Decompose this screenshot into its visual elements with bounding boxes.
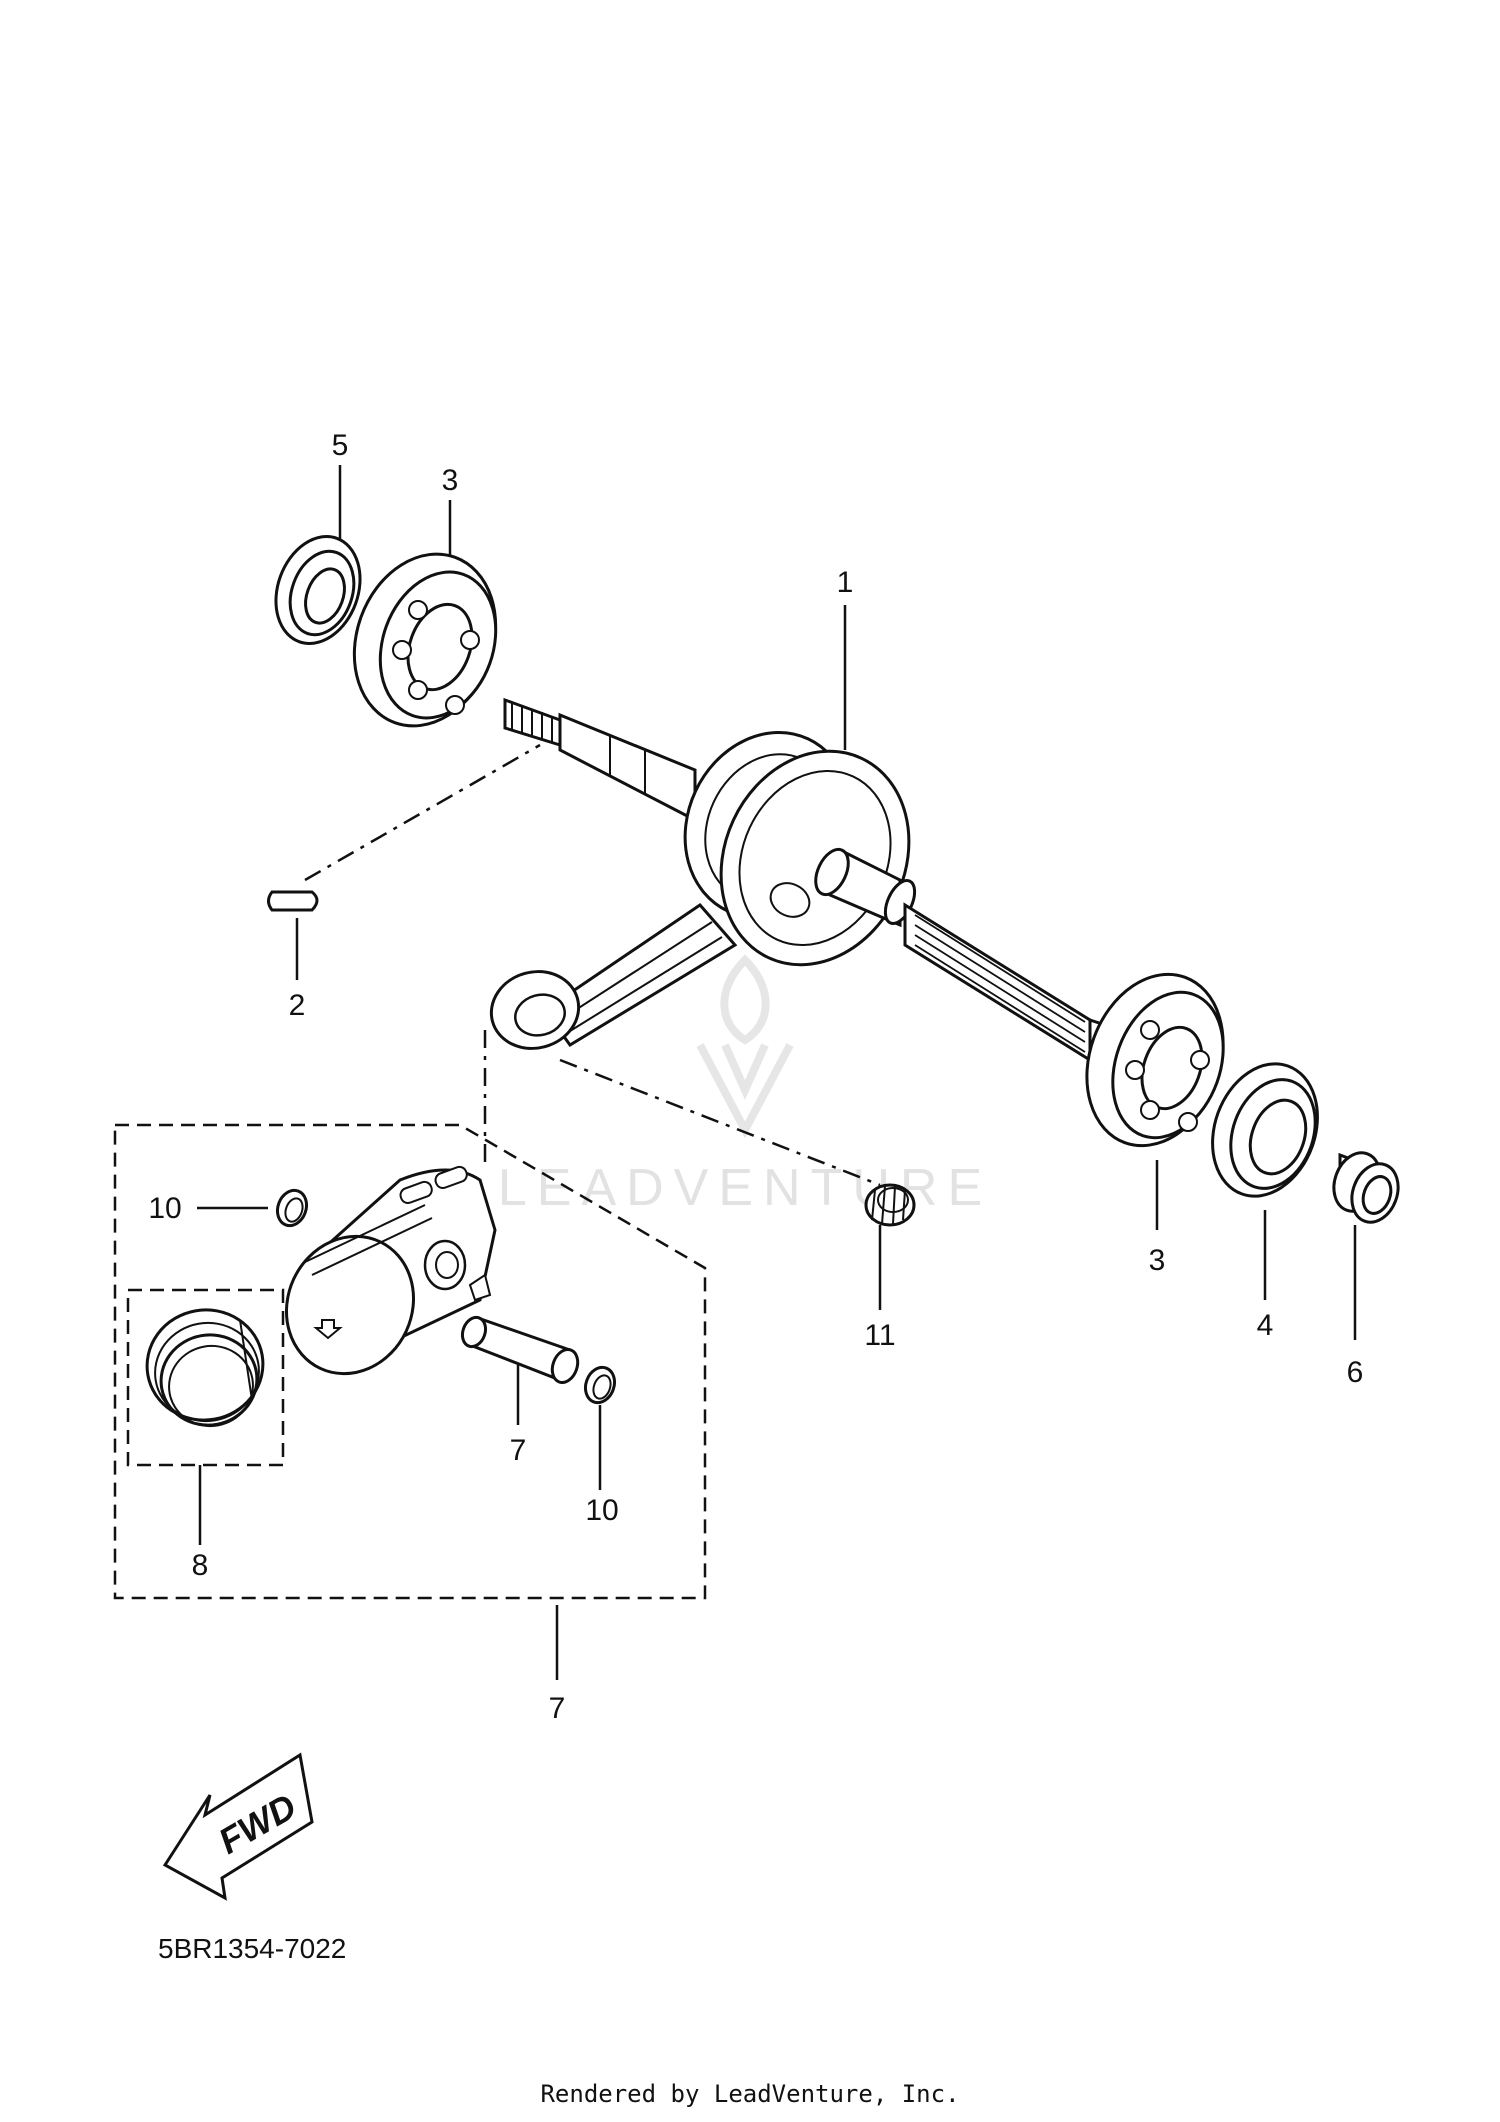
watermark-text: LEADVENTURE <box>498 1159 992 1217</box>
callout-10-bottom: 10 <box>585 1494 618 1527</box>
callout-6: 6 <box>1347 1356 1364 1389</box>
collar-6 <box>1332 1151 1400 1224</box>
needle-bearing-11 <box>864 1183 916 1227</box>
piston-rings-9 <box>145 1308 265 1428</box>
callout-11: 11 <box>864 1319 895 1352</box>
leadventure-logo-icon <box>696 954 794 1139</box>
woodruff-key-2 <box>267 890 319 912</box>
circlip-10b <box>583 1365 617 1405</box>
callout-1: 1 <box>837 566 854 599</box>
fwd-arrow: FWD <box>162 1752 314 1901</box>
diagram-code: 5BR1354-7022 <box>158 1933 346 1964</box>
crankshaft <box>489 697 1122 1063</box>
oil-seal-4 <box>1211 1062 1319 1198</box>
callout-3-right: 3 <box>1149 1244 1166 1277</box>
arrow-down-icon <box>313 1319 343 1340</box>
bearing-3-left <box>352 552 498 728</box>
callout-leaders <box>197 465 1357 1680</box>
callout-5: 5 <box>332 429 349 462</box>
render-credit: Rendered by LeadVenture, Inc. <box>540 2080 959 2108</box>
piston-set-box <box>113 1123 707 1600</box>
callout-10-top: 10 <box>148 1192 181 1225</box>
piston <box>284 1165 497 1376</box>
oil-seal-5 <box>274 535 362 645</box>
crank-left-shaft <box>558 712 697 823</box>
callout-4: 4 <box>1257 1309 1274 1342</box>
group-boxes <box>113 1123 707 1600</box>
key-leader <box>304 743 541 882</box>
piston-pin-8 <box>460 1315 580 1384</box>
fwd-arrow-icon <box>162 1752 314 1901</box>
bearing-3-right <box>1085 972 1225 1148</box>
callout-3-left: 3 <box>442 464 459 497</box>
callout-8: 7 <box>510 1434 527 1467</box>
ring-set-box <box>126 1288 285 1467</box>
callout-7: 7 <box>549 1692 566 1725</box>
callout-2: 2 <box>289 989 306 1022</box>
circlip-10a <box>275 1188 309 1228</box>
dashed-leaders <box>304 743 881 1187</box>
callout-9: 8 <box>192 1549 209 1582</box>
callout-labels: 5 3 1 2 3 4 6 11 10 7 10 8 7 <box>148 429 1363 1725</box>
